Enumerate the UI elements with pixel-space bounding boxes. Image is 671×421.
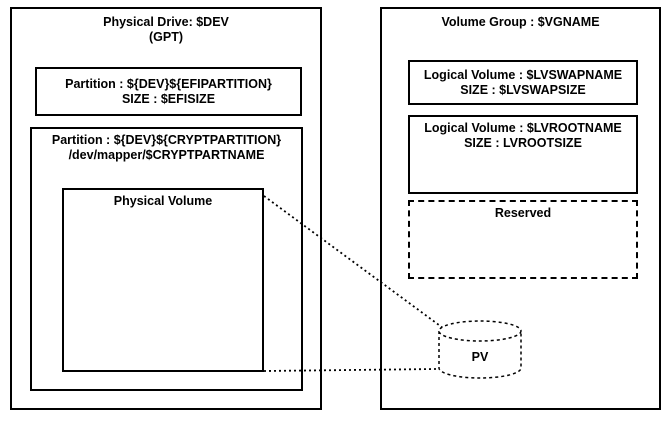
efi-partition-line2: SIZE : $EFISIZE bbox=[121, 91, 216, 106]
crypt-partition-line2: /dev/mapper/$CRYPTPARTNAME bbox=[68, 148, 265, 162]
physical-drive-box: Physical Drive: $DEV (GPT) Partition : $… bbox=[10, 7, 322, 410]
crypt-partition-box: Partition : ${DEV}${CRYPTPARTITION} /dev… bbox=[30, 127, 303, 391]
physical-drive-title-block: Physical Drive: $DEV (GPT) bbox=[12, 15, 320, 45]
volume-group-box: Volume Group : $VGNAME Logical Volume : … bbox=[380, 7, 661, 410]
lv-swap-box: Logical Volume : $LVSWAPNAME SIZE : $LVS… bbox=[408, 60, 638, 105]
lv-swap-line1: Logical Volume : $LVSWAPNAME bbox=[423, 67, 623, 82]
physical-drive-title: Physical Drive: $DEV bbox=[103, 15, 229, 29]
reserved-box: Reserved bbox=[408, 200, 638, 279]
pv-label: PV bbox=[471, 350, 489, 364]
lv-root-box: Logical Volume : $LVROOTNAME SIZE : LVRO… bbox=[408, 115, 638, 194]
efi-partition-line1: Partition : ${DEV}${EFIPARTITION} bbox=[65, 76, 272, 91]
lv-root-line1: Logical Volume : $LVROOTNAME bbox=[424, 121, 622, 135]
physical-volume-label: Physical Volume bbox=[113, 194, 213, 208]
volume-group-title: Volume Group : $VGNAME bbox=[441, 15, 600, 29]
physical-volume-box: Physical Volume bbox=[62, 188, 264, 372]
lv-swap-line2: SIZE : $LVSWAPSIZE bbox=[460, 82, 586, 97]
volume-group-title-block: Volume Group : $VGNAME bbox=[382, 15, 659, 30]
physical-drive-subtitle: (GPT) bbox=[148, 30, 184, 44]
crypt-partition-line1: Partition : ${DEV}${CRYPTPARTITION} bbox=[51, 133, 282, 147]
reserved-label: Reserved bbox=[494, 206, 552, 220]
efi-partition-box: Partition : ${DEV}${EFIPARTITION} SIZE :… bbox=[35, 67, 302, 116]
lv-root-line2: SIZE : LVROOTSIZE bbox=[464, 136, 582, 150]
